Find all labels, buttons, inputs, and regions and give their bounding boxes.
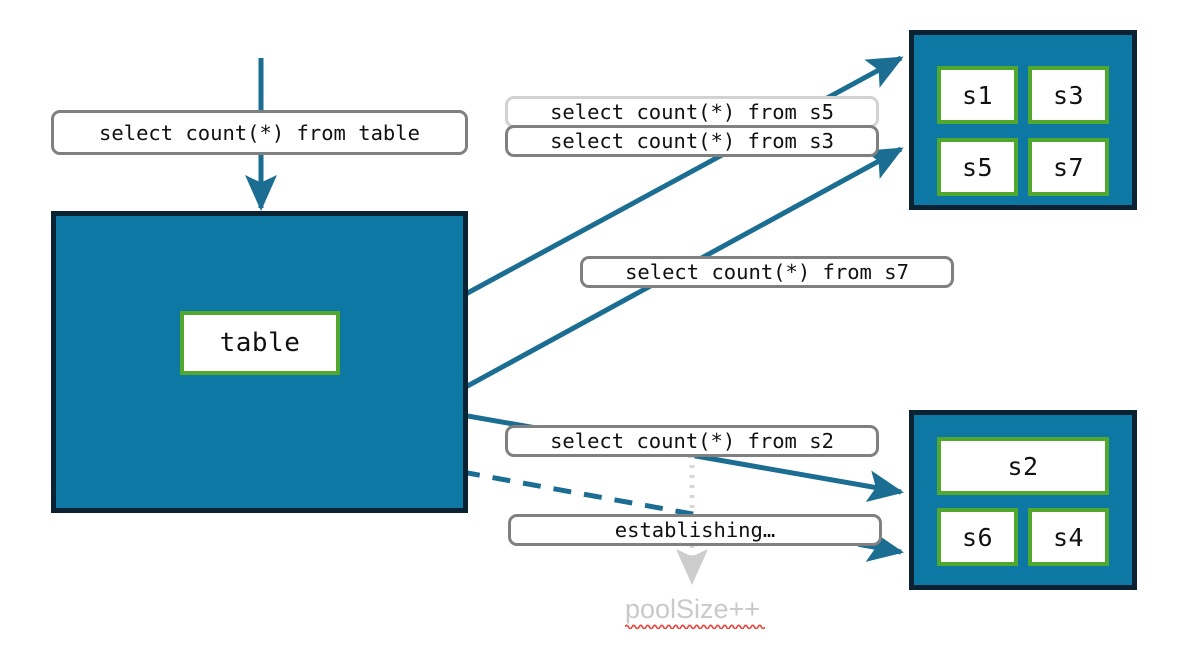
server-node-s4[interactable]: s4 — [1028, 508, 1109, 566]
query-pill-s5[interactable]: select count(*) from s5 — [505, 96, 879, 128]
query-pill-s3-label: select count(*) from s3 — [550, 129, 834, 153]
pool-node-table[interactable]: table — [180, 311, 340, 375]
server-node-s2-label: s2 — [1007, 451, 1039, 481]
poolsize-annotation-label: poolSize++ — [625, 594, 761, 624]
client-query-pill[interactable]: select count(*) from table — [51, 110, 468, 155]
query-pill-s2-label: select count(*) from s2 — [550, 429, 834, 453]
query-pill-s5-label: select count(*) from s5 — [550, 100, 834, 124]
server-node-s3-label: s3 — [1052, 80, 1085, 110]
pool-node-table-label: table — [219, 328, 301, 358]
server-node-s5-label: s5 — [961, 152, 994, 182]
query-pill-s7-label: select count(*) from s7 — [625, 260, 909, 284]
query-pill-s7[interactable]: select count(*) from s7 — [580, 256, 954, 288]
server-node-s1[interactable]: s1 — [937, 66, 1018, 124]
query-pill-s2[interactable]: select count(*) from s2 — [505, 425, 879, 457]
server-node-s1-label: s1 — [961, 80, 994, 110]
client-query-label: select count(*) from table — [99, 120, 420, 145]
query-pill-establishing[interactable]: establishing… — [508, 514, 882, 546]
server-node-s7[interactable]: s7 — [1028, 138, 1109, 196]
server-node-s3[interactable]: s3 — [1028, 66, 1109, 124]
poolsize-annotation: poolSize++ — [625, 594, 760, 625]
spellcheck-underline-icon — [625, 624, 765, 629]
server-node-s4-label: s4 — [1052, 522, 1085, 552]
server-node-s6[interactable]: s6 — [937, 508, 1018, 566]
query-pill-s3[interactable]: select count(*) from s3 — [505, 125, 879, 157]
server-node-s2[interactable]: s2 — [937, 437, 1109, 495]
server-node-s5[interactable]: s5 — [937, 138, 1018, 196]
query-pill-establishing-label: establishing… — [614, 518, 776, 542]
server-node-s6-label: s6 — [961, 522, 994, 552]
server-node-s7-label: s7 — [1052, 152, 1085, 182]
